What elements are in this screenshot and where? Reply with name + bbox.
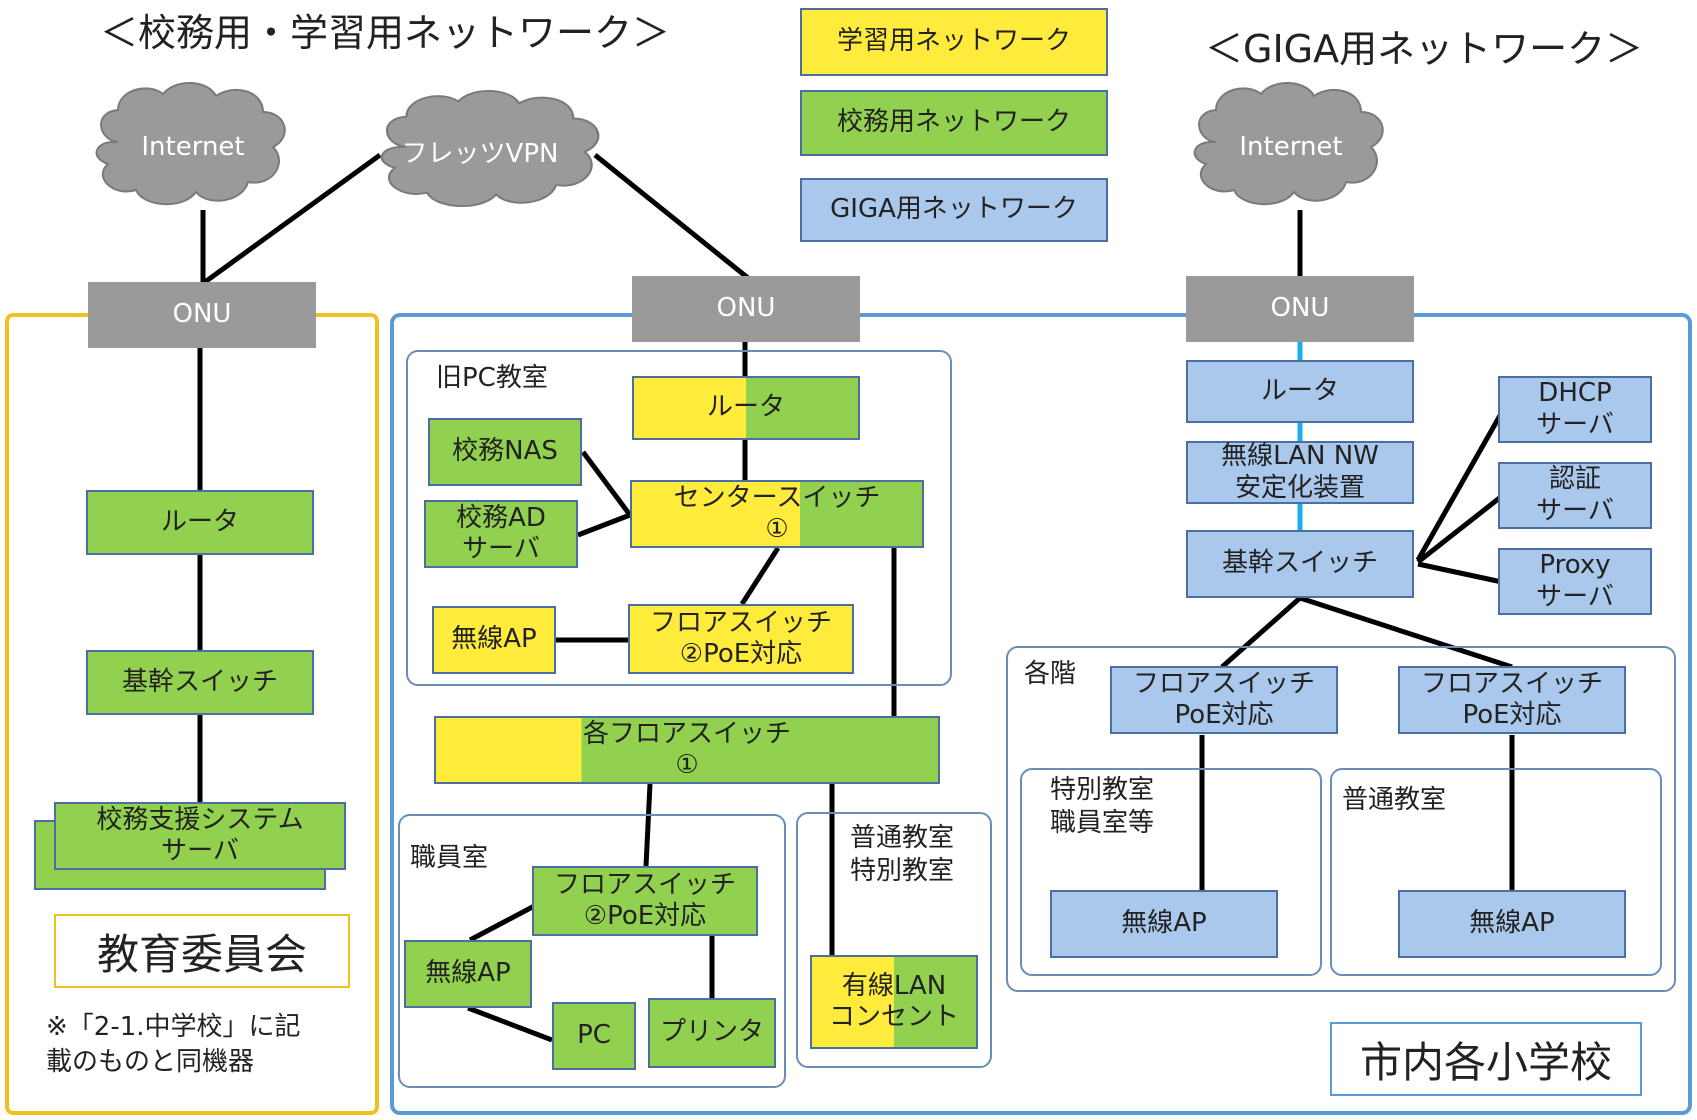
admin-ad-server: 校務AD サーバ — [424, 500, 578, 568]
classrooms-label: 普通教室 特別教室 — [850, 823, 955, 886]
each-floor-label: 各階 — [1024, 659, 1077, 689]
link-staffsw-ap — [468, 900, 542, 943]
printer-staff-room: プリンタ — [648, 998, 776, 1068]
school-frame — [390, 313, 1692, 1115]
pc-staff-room: PC — [552, 1002, 636, 1070]
board-label: 教育委員会 — [96, 929, 307, 979]
link-ap-pc — [467, 1005, 553, 1043]
floor-switch-poe-staff-room: フロアスイッチ ②PoE対応 — [532, 866, 758, 936]
link-ad-center — [577, 512, 631, 538]
wireless-ap-giga-1: 無線AP — [1050, 890, 1278, 958]
link-core-dhcp — [1415, 410, 1505, 562]
wireless-ap-staff-room: 無線AP — [404, 940, 532, 1008]
auth-server: 認証 サーバ — [1498, 462, 1652, 529]
admin-support-server: 校務支援システム サーバ — [54, 802, 346, 870]
onu-school: ONU — [632, 276, 860, 342]
link-center-floorsw2 — [739, 546, 781, 606]
link-vpn-onu-school — [593, 153, 750, 280]
regular-rooms-group — [1330, 768, 1662, 976]
staff-room-label: 職員室 — [410, 843, 489, 873]
flets-vpn-label: フレッツVPN — [402, 139, 559, 169]
router-board: ルータ — [86, 490, 314, 555]
old-pc-room-group — [406, 350, 952, 686]
link-core-auth — [1416, 494, 1504, 564]
router-school: ルータ — [632, 376, 860, 440]
floor-switch-poe-giga-2: フロアスイッチ PoE対応 — [1398, 666, 1626, 734]
title-giga-network: ＜GIGA用ネットワーク＞ — [1205, 27, 1644, 71]
link-nas-center — [580, 450, 633, 517]
wireless-ap-giga-2: 無線AP — [1398, 890, 1626, 958]
school-label-box: 市内各小学校 — [1330, 1022, 1642, 1096]
special-rooms-label: 特別教室 職員室等 — [1050, 775, 1155, 838]
core-switch-giga: 基幹スイッチ — [1186, 530, 1414, 598]
proxy-server: Proxy サーバ — [1498, 548, 1652, 615]
wireless-lan-stabilizer: 無線LAN NW 安定化装置 — [1186, 441, 1414, 504]
title-admin-learning-network: ＜校務用・学習用ネットワーク＞ — [100, 11, 671, 55]
admin-nas: 校務NAS — [428, 418, 582, 486]
each-floor-group — [1006, 646, 1676, 992]
internet-left-label: Internet — [141, 132, 244, 162]
each-floor-switch: 各フロアスイッチ ① — [434, 716, 940, 784]
legend-learning-network: 学習用ネットワーク — [800, 8, 1108, 76]
legend-admin-network: 校務用ネットワーク — [800, 90, 1108, 156]
center-switch: センタースイッチ ① — [630, 480, 924, 548]
core-switch-board: 基幹スイッチ — [86, 650, 314, 715]
special-rooms-group — [1020, 768, 1322, 976]
wireless-ap-pc-room: 無線AP — [432, 606, 556, 674]
old-pc-room-label: 旧PC教室 — [436, 363, 548, 393]
link-core-floorsw2 — [1299, 595, 1513, 670]
floor-switch-poe-giga-1: フロアスイッチ PoE対応 — [1110, 666, 1338, 734]
legend-giga-network: GIGA用ネットワーク — [800, 178, 1108, 242]
link-core-floorsw1 — [1220, 596, 1302, 669]
board-note: ※「2-1.中学校」に記 載のものと同機器 — [46, 1012, 301, 1078]
school-label: 市内各小学校 — [1359, 1037, 1612, 1087]
staff-room-group — [398, 814, 786, 1088]
link-core-proxy — [1417, 561, 1503, 585]
internet-right-label: Internet — [1239, 132, 1342, 162]
link-vpn-onu-left — [203, 152, 382, 285]
regular-rooms-label: 普通教室 — [1342, 785, 1447, 815]
wired-lan-outlet: 有線LAN コンセント — [810, 955, 978, 1049]
classrooms-group — [796, 812, 992, 1068]
onu-board: ONU — [88, 282, 316, 348]
link-eachfloor-staffsw — [643, 783, 653, 867]
router-giga: ルータ — [1186, 360, 1414, 423]
dhcp-server: DHCP サーバ — [1498, 376, 1652, 443]
floor-switch-poe-pc-room: フロアスイッチ ②PoE対応 — [628, 604, 854, 674]
board-label-box: 教育委員会 — [54, 914, 350, 988]
onu-giga: ONU — [1186, 276, 1414, 342]
